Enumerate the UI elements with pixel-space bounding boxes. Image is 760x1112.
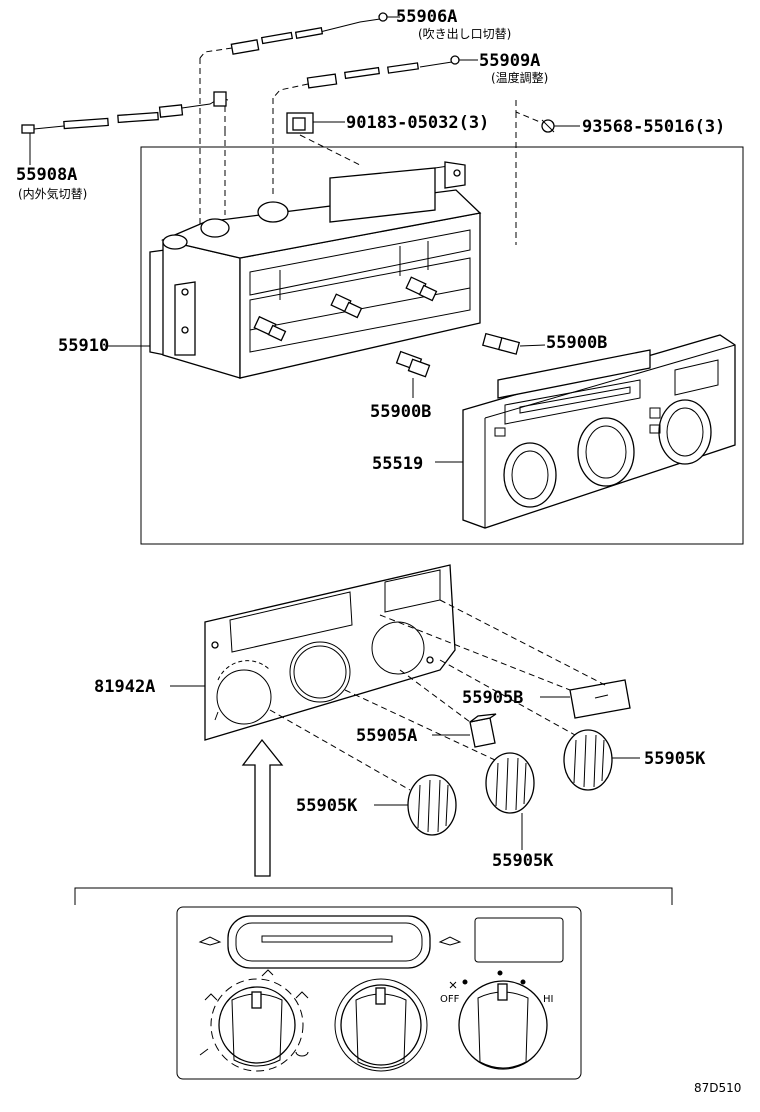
leader-lines	[105, 345, 640, 850]
note-55909A: (温度調整)	[491, 70, 548, 85]
knob-55905K-right	[563, 729, 613, 791]
cable-55908A	[21, 91, 229, 215]
label-55900B-right: 55900B	[546, 333, 607, 353]
label-55908A: 55908A	[16, 165, 77, 185]
bulb-55900B-left	[395, 350, 431, 398]
label-93568-55016: 93568-55016(3)	[582, 117, 725, 137]
label-55906A: 55906A	[396, 7, 457, 27]
cable-55909A	[272, 55, 478, 195]
bulb-socket	[253, 276, 438, 342]
note-55906A: (吹き出し口切替)	[418, 27, 511, 41]
foot-vent-icon	[199, 1048, 209, 1056]
button-cap-55905B	[569, 679, 631, 719]
defrost-icon	[295, 1051, 309, 1057]
label-55905K-left: 55905K	[296, 796, 358, 816]
label-55910: 55910	[58, 336, 109, 356]
label-55905K-middle: 55905K	[492, 851, 554, 871]
clip-90183	[286, 112, 361, 166]
label-55905A: 55905A	[356, 726, 417, 746]
label-off: OFF	[440, 994, 460, 1005]
recirculation-icon	[198, 936, 222, 946]
bi-level-icon	[295, 991, 309, 999]
foot-defrost-icon	[261, 969, 274, 977]
front-face-view	[74, 887, 673, 1080]
arrow-up	[241, 738, 284, 877]
label-hi: HI	[543, 994, 553, 1005]
label-55909A: 55909A	[479, 51, 540, 71]
slider-cap-55905A	[469, 713, 497, 748]
bulb-55900B-right	[481, 332, 546, 355]
fan-icon	[449, 981, 457, 989]
assembly-lines	[269, 599, 606, 791]
label-55905K-right: 55905K	[644, 749, 706, 769]
label-81942A: 81942A	[94, 677, 155, 697]
control-frame-55910	[149, 161, 482, 379]
label-55900B-left: 55900B	[370, 402, 431, 422]
label-55519: 55519	[372, 454, 423, 474]
panel-55519	[462, 334, 736, 529]
fresh-air-icon	[438, 936, 462, 946]
cable-55906A	[199, 12, 400, 230]
label-55905B: 55905B	[462, 688, 523, 708]
figure-code: 87D510	[694, 1081, 741, 1095]
dial-plate-81942A	[204, 564, 456, 741]
knob-55905K-left	[407, 774, 457, 836]
knob-55905K-middle	[485, 752, 535, 814]
screw-93568	[515, 100, 580, 245]
face-vent-icon	[204, 993, 218, 1001]
note-55908A: (内外気切替)	[18, 186, 87, 201]
label-90183-05032: 90183-05032(3)	[346, 113, 489, 133]
